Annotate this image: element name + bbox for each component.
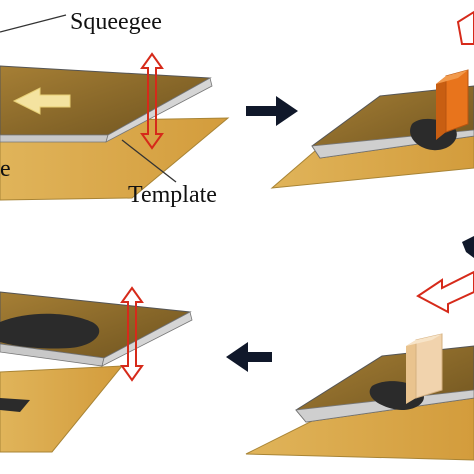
squeegee-blade-active [445,69,469,133]
panel-step-1: Squeegee Template e [0,9,230,208]
arrow-right-icon [246,96,298,126]
travel-direction-arrow [12,87,71,115]
squeegee-blade-side [436,76,446,140]
squeegee-label: Squeegee [70,9,162,35]
template-leader-line [121,139,177,183]
squeegee-leader-line [0,14,67,33]
printed-paste-pattern [0,398,30,412]
open-arrow-left-icon [416,270,474,314]
squeegee-blade-side [406,340,416,404]
panel-step-3 [245,270,474,461]
squeegee-blade-top [406,334,442,346]
template-label: Template [128,182,217,208]
template-right-edge [105,77,213,143]
arrow-down-icon [462,236,474,258]
open-arrow-up-icon [456,10,474,45]
double-vertical-arrow-icon [120,286,144,382]
arrow-left-icon [226,342,272,372]
double-vertical-arrow-icon [140,52,164,150]
template-front-edge [0,134,109,143]
squeegee-blade-top [436,70,468,84]
panel-step-2 [270,10,474,189]
paste-deposit [0,313,100,349]
squeegee-blade-inactive [415,333,443,399]
substrate-board [0,365,124,453]
cropped-label-fragment: e [0,156,11,182]
template-right-edge [101,311,193,367]
panel-step-4 [0,286,193,453]
